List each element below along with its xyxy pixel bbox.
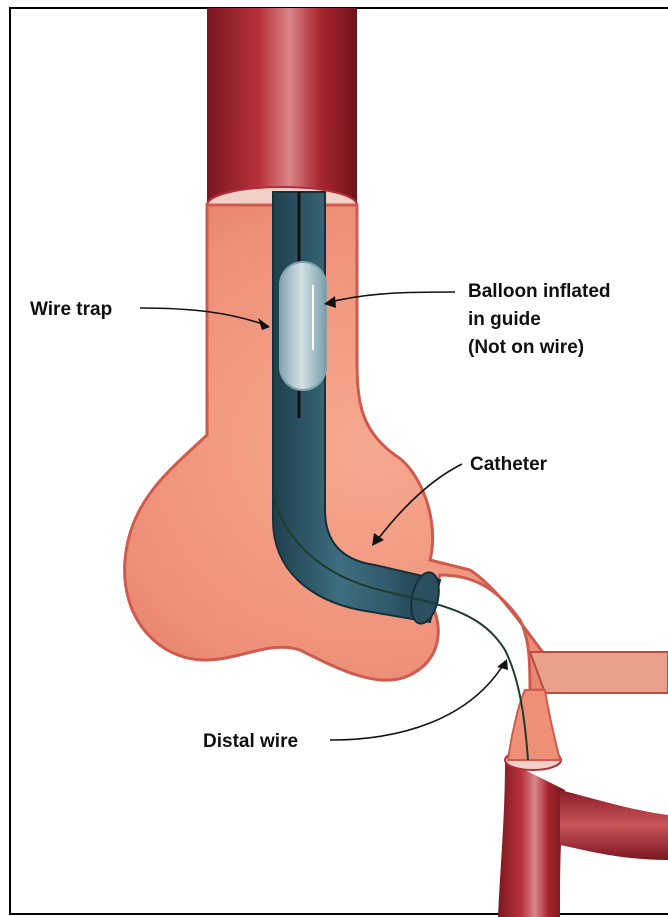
label-wire-trap: Wire trap bbox=[30, 299, 112, 320]
balloon bbox=[280, 262, 326, 390]
label-balloon-line3: (Not on wire) bbox=[468, 337, 584, 358]
label-distal-wire: Distal wire bbox=[203, 731, 298, 752]
label-catheter: Catheter bbox=[470, 454, 548, 475]
label-balloon-line1: Balloon inflated bbox=[468, 281, 611, 302]
aneurysm-lumen bbox=[125, 205, 668, 690]
side-branch-vessel bbox=[530, 652, 668, 693]
parent-vessel bbox=[207, 8, 357, 223]
label-balloon-line2: in guide bbox=[468, 309, 541, 330]
